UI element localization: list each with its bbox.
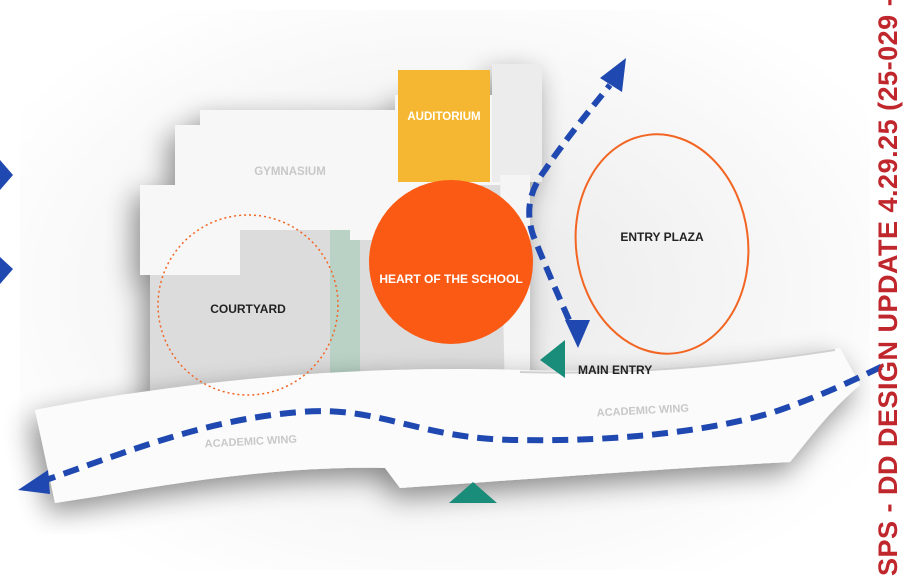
left-arrowhead-upper-icon [0,160,13,190]
heart-of-school-circle [369,180,533,344]
side-caption: SPS - DD DESIGN UPDATE 4.29.25 (25-029 -… [873,0,903,576]
gymnasium-label: GYMNASIUM [254,166,326,178]
service-block [492,64,542,182]
main-entry-label: MAIN ENTRY [578,363,652,377]
secondary-entry-triangle-marker-icon [449,482,497,503]
auditorium-label: AUDITORIUM [407,111,480,123]
courtyard-label: COURTYARD [210,302,286,316]
circulation-arrow-entry-icon [526,58,626,348]
entry-plaza-outline [574,133,750,355]
auditorium-block [398,70,490,182]
left-arrowhead-lower-icon [0,257,13,284]
academic-wing [35,348,860,503]
academic-wing-right-label: ACADEMIC WING [596,403,689,420]
courtyard-green-band [330,230,360,395]
main-entry-triangle-marker-icon [540,340,565,378]
heart-of-school-label: HEART OF THE SCHOOL [379,272,522,286]
entry-plaza-label: ENTRY PLAZA [620,230,704,244]
academic-wing-left-label: ACADEMIC WING [204,434,297,451]
courtyard-outline [157,214,339,396]
circulation-arrow-wing-icon [18,362,887,494]
